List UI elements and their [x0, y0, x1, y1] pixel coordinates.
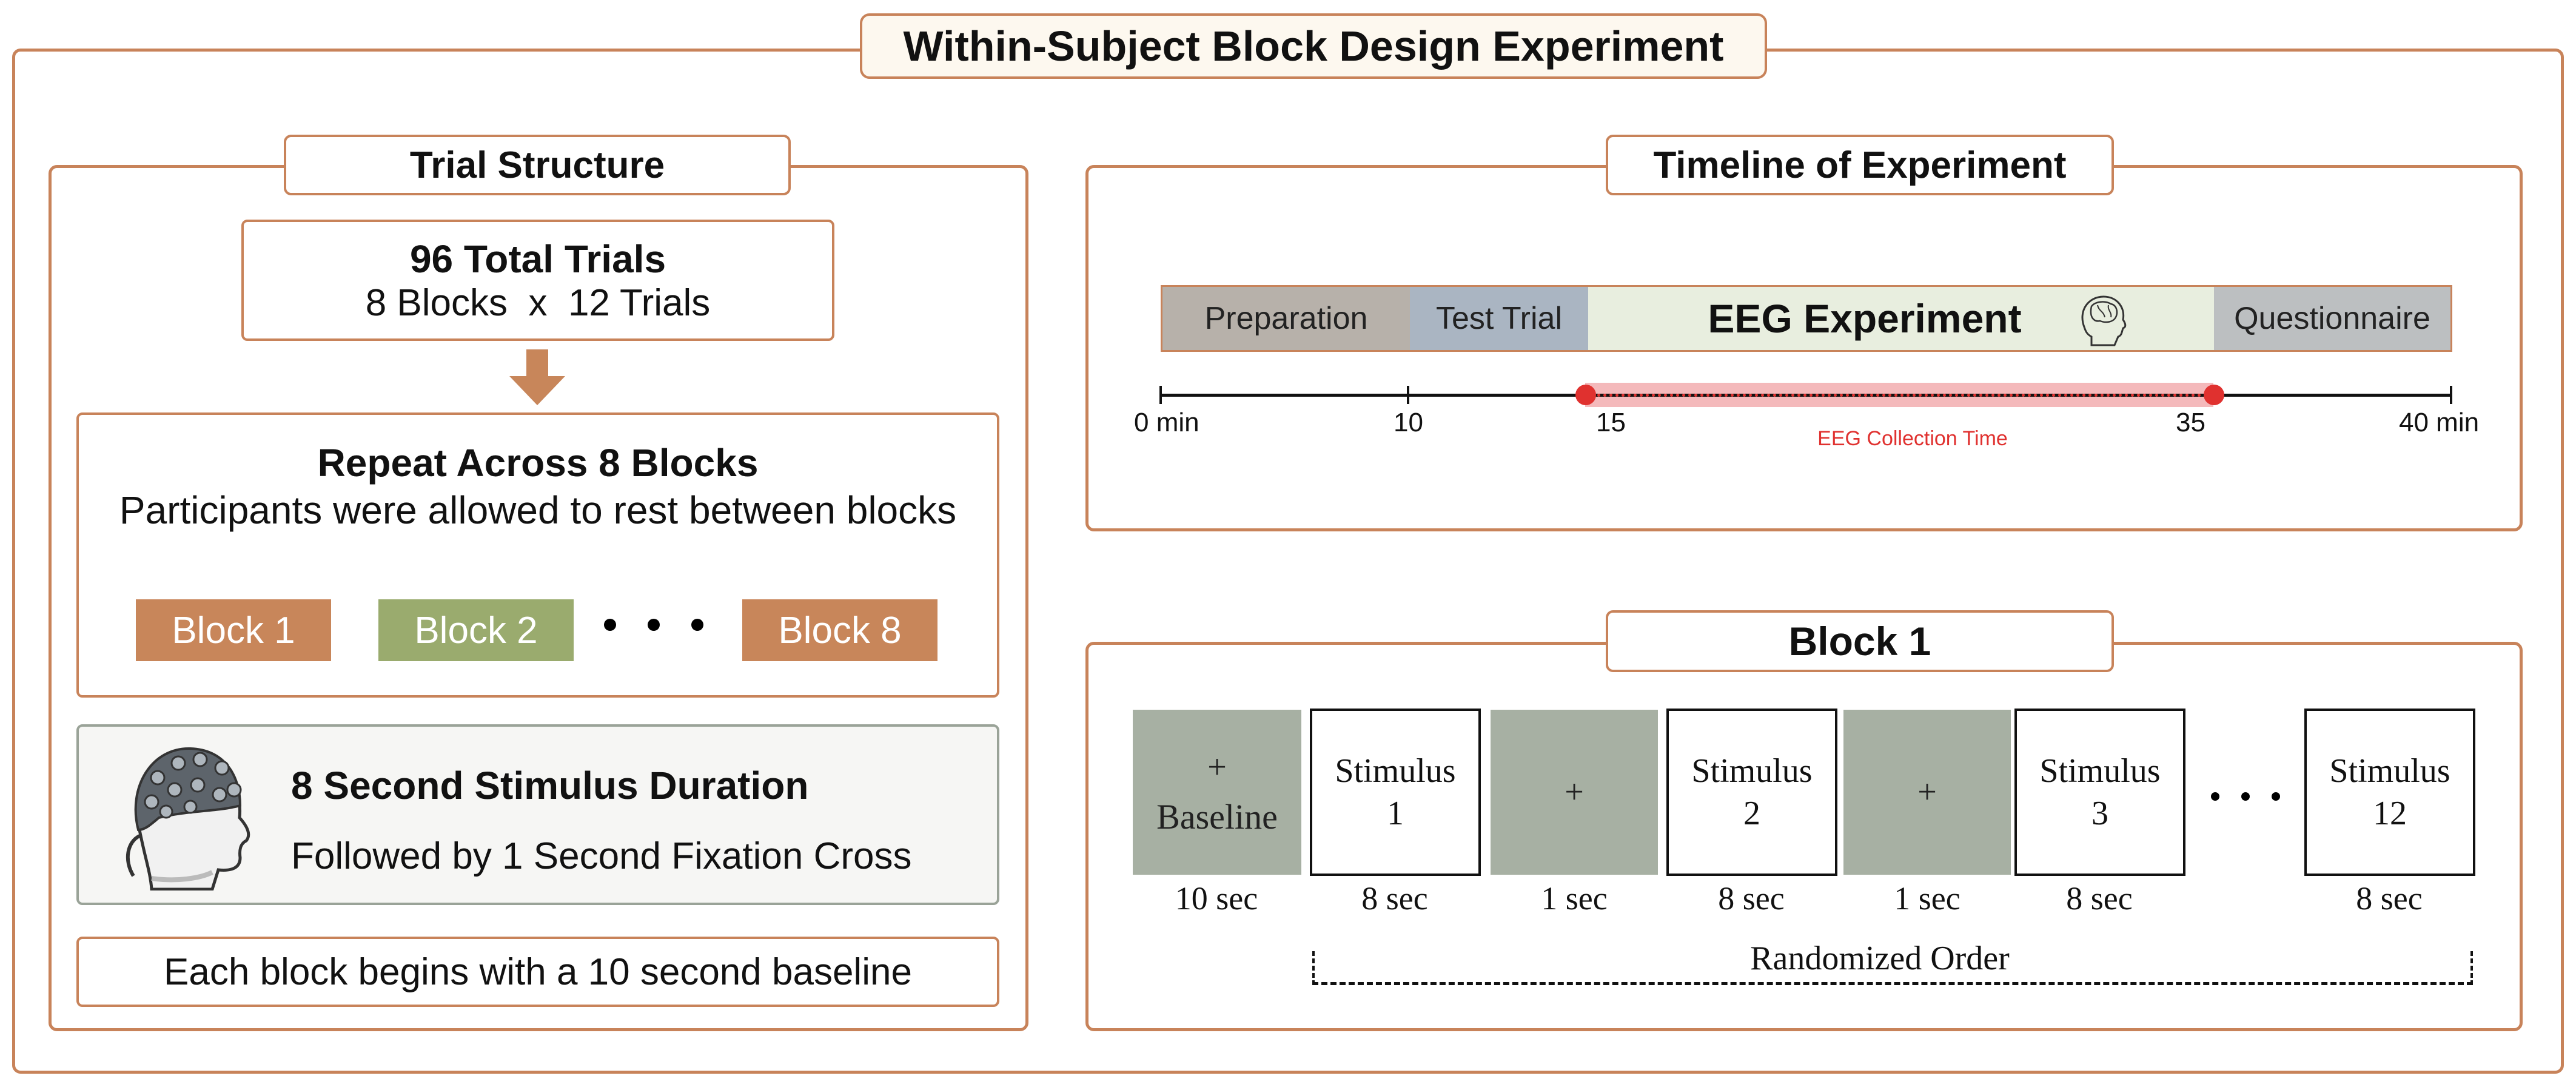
tick-10 [1407, 386, 1409, 404]
repeat-title: Repeat Across 8 Blocks [317, 441, 759, 485]
duration-fixation-2: 1 sec [1894, 880, 1961, 917]
eeg-head-icon [126, 747, 250, 890]
fixation-box-2: + [1843, 710, 2011, 875]
brain-head-icon [2081, 295, 2127, 346]
fixation-cross-icon: + [1207, 748, 1227, 786]
fixation-note-text: Followed by 1 Second Fixation Cross [291, 835, 912, 877]
ellipsis-dot [2211, 792, 2219, 801]
tick-label-10: 10 [1394, 408, 1423, 437]
randomized-bracket [1312, 951, 2473, 985]
tick-label-15: 15 [1596, 408, 1626, 437]
eeg-experiment-label: EEG Experiment [1708, 296, 2022, 341]
stimulus-box-2: Stimulus 2 [1666, 709, 1837, 876]
fixation-cross-icon: + [1917, 773, 1937, 811]
ellipsis-dot [2241, 792, 2250, 801]
phase-test-trial: Test Trial [1410, 287, 1588, 350]
baseline-note-box: Each block begins with a 10 second basel… [76, 937, 999, 1007]
collection-start-dot [1575, 385, 1596, 405]
blocks-by-trials-text: 8 Blocks x 12 Trials [365, 281, 711, 324]
duration-stimulus-12: 8 sec [2356, 880, 2423, 917]
randomized-order-label: Randomized Order [1637, 939, 2122, 978]
block1-title: Block 1 [1606, 610, 2114, 672]
stimulus-duration-text: 8 Second Stimulus Duration [291, 764, 809, 807]
collection-dotted-line [1585, 394, 2213, 397]
phase-eeg-experiment: EEG Experiment [1588, 287, 2214, 350]
total-trials-text: 96 Total Trials [409, 237, 666, 281]
ellipsis-dot [648, 619, 660, 631]
stimulus-number: 1 [1387, 795, 1404, 832]
fixation-box-1: + [1491, 710, 1658, 875]
ellipsis-dot [2272, 792, 2280, 801]
phase-questionnaire: Questionnaire [2214, 287, 2450, 350]
duration-stimulus-3: 8 sec [2066, 880, 2133, 917]
duration-baseline: 10 sec [1175, 880, 1258, 917]
main-title: Within-Subject Block Design Experiment [860, 13, 1767, 79]
stimulus-label: Stimulus [1691, 752, 1813, 790]
stimulus-label: Stimulus [2329, 752, 2450, 790]
phase-preparation: Preparation [1162, 287, 1410, 350]
tick-label-40: 40 min [2399, 408, 2480, 437]
block-chip-8: Block 8 [742, 599, 937, 661]
tick-40 [2450, 386, 2452, 404]
ellipsis-dot [691, 619, 703, 631]
phase-bar: Preparation Test Trial EEG Experiment Qu… [1161, 285, 2452, 352]
stimulus-number: 3 [2091, 795, 2108, 832]
stimulus-box-12: Stimulus 12 [2304, 709, 2475, 876]
fixation-cross-icon: + [1565, 773, 1584, 811]
stimulus-label: Stimulus [1335, 752, 1456, 790]
eeg-collection-label: EEG Collection Time [1817, 427, 2008, 450]
timeline-title: Timeline of Experiment [1606, 135, 2114, 195]
total-trials-box: 96 Total Trials 8 Blocks x 12 Trials [241, 220, 834, 341]
stimulus-box-3: Stimulus 3 [2014, 709, 2185, 876]
tick-label-0: 0 min [1134, 408, 1199, 437]
baseline-label: Baseline [1156, 796, 1278, 837]
duration-fixation-1: 1 sec [1541, 880, 1608, 917]
repeat-note: Participants were allowed to rest betwee… [119, 488, 957, 532]
block-chip-1: Block 1 [136, 599, 331, 661]
collection-end-dot [2204, 385, 2224, 405]
duration-stimulus-2: 8 sec [1718, 880, 1785, 917]
trial-structure-title: Trial Structure [284, 135, 791, 195]
tick-0 [1159, 386, 1162, 404]
stimulus-box-1: Stimulus 1 [1310, 709, 1481, 876]
baseline-box: + Baseline [1133, 710, 1301, 875]
stimulus-number: 2 [1743, 795, 1760, 832]
down-arrow-icon [509, 349, 565, 405]
stimulus-number: 12 [2373, 795, 2407, 832]
block-chip-2: Block 2 [378, 599, 574, 661]
tick-label-35: 35 [2176, 408, 2205, 437]
duration-stimulus-1: 8 sec [1361, 880, 1428, 917]
ellipsis-dot [604, 619, 616, 631]
stimulus-label: Stimulus [2039, 752, 2161, 790]
